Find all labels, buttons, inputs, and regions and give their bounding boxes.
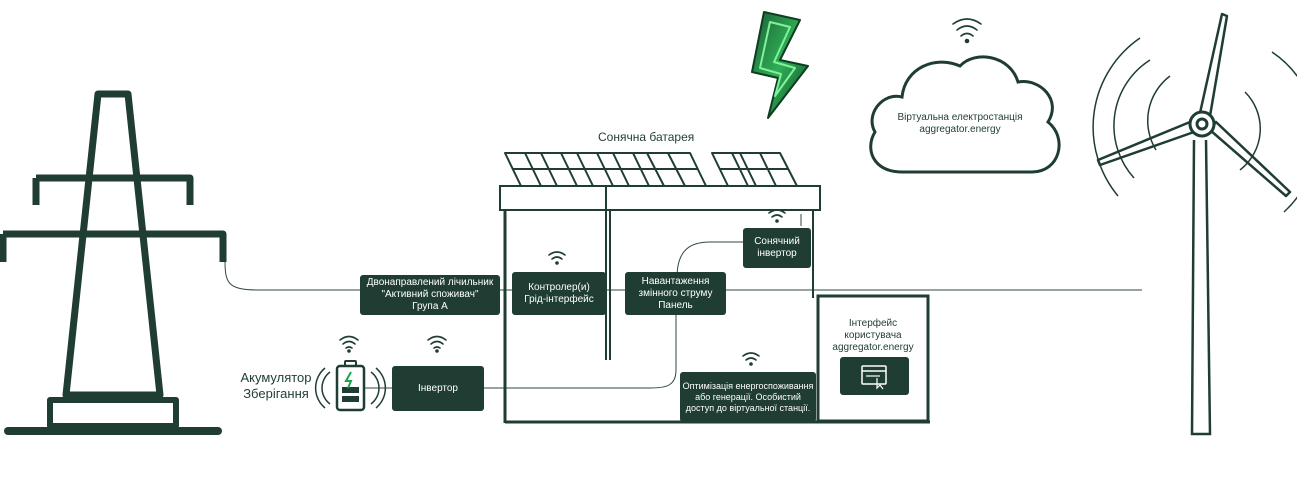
user-interface-line2: користувача: [844, 330, 902, 341]
browser-window-icon: [840, 357, 909, 395]
optimization-box: Оптимізація енергоспоживання або генерац…: [680, 372, 816, 422]
user-interface-line1: Інтерфейс: [848, 318, 898, 329]
user-interface-label: Інтерфейс користувача aggregator.energy: [820, 318, 926, 354]
ac-load-line1: Навантаження: [641, 275, 710, 287]
solar-inverter-line1: Сонячний: [754, 236, 800, 247]
storage-label: Акумулятор Зберігання: [226, 370, 326, 402]
battery-icon: [314, 360, 387, 412]
bidirectional-meter-box: Двонаправлений лічильник "Активний спожи…: [360, 275, 500, 315]
controller-box: Контролер(и) Грід-інтерфейс: [512, 272, 606, 315]
connection-lines: [224, 214, 1142, 389]
meter-line3: Група А: [412, 301, 448, 312]
cloud-label: Віртуальна електростанція aggregator.ene…: [880, 112, 1040, 136]
solar-battery-label: Сонячна батарея: [598, 130, 695, 144]
solar-inverter-box: Сонячний інвертор: [743, 228, 811, 268]
lightning-bolt-icon: [751, 11, 809, 119]
wifi-signal-icon: [339, 18, 982, 366]
solar-inverter-line2: інвертор: [757, 248, 797, 259]
transmission-tower-icon: [0, 90, 227, 435]
cloud-icon: [869, 55, 1061, 174]
ac-load-panel-box: Навантаження змінного струму Панель: [625, 272, 726, 315]
user-interface-line3: aggregator.energy: [832, 342, 914, 353]
controller-line1: Контролер(и): [528, 281, 590, 293]
house-outline: [499, 185, 930, 424]
inverter-box: Інвертор: [392, 366, 484, 411]
storage-label-line1: Акумулятор: [240, 370, 312, 385]
storage-label-line2: Зберігання: [243, 386, 309, 401]
meter-line1: Двонаправлений лічильник: [366, 277, 494, 288]
controller-line2: Грід-інтерфейс: [524, 293, 594, 305]
ac-load-line2: змінного струму: [638, 287, 713, 299]
ac-load-line3: Панель: [658, 299, 693, 311]
optimization-line3: доступ до віртуальної станції.: [685, 402, 811, 413]
wind-turbine-icon: [1092, 12, 1297, 436]
cloud-label-line1: Віртуальна електростанція: [897, 112, 1023, 123]
cloud-label-line2: aggregator.energy: [919, 124, 1001, 135]
optimization-line2: або генерації. Особистий: [695, 391, 801, 402]
meter-line2: "Активний споживач": [381, 289, 479, 300]
solar-panel-icon: [504, 152, 798, 187]
optimization-line1: Оптимізація енергоспоживання: [682, 380, 814, 391]
inverter-line1: Інвертор: [418, 382, 458, 394]
